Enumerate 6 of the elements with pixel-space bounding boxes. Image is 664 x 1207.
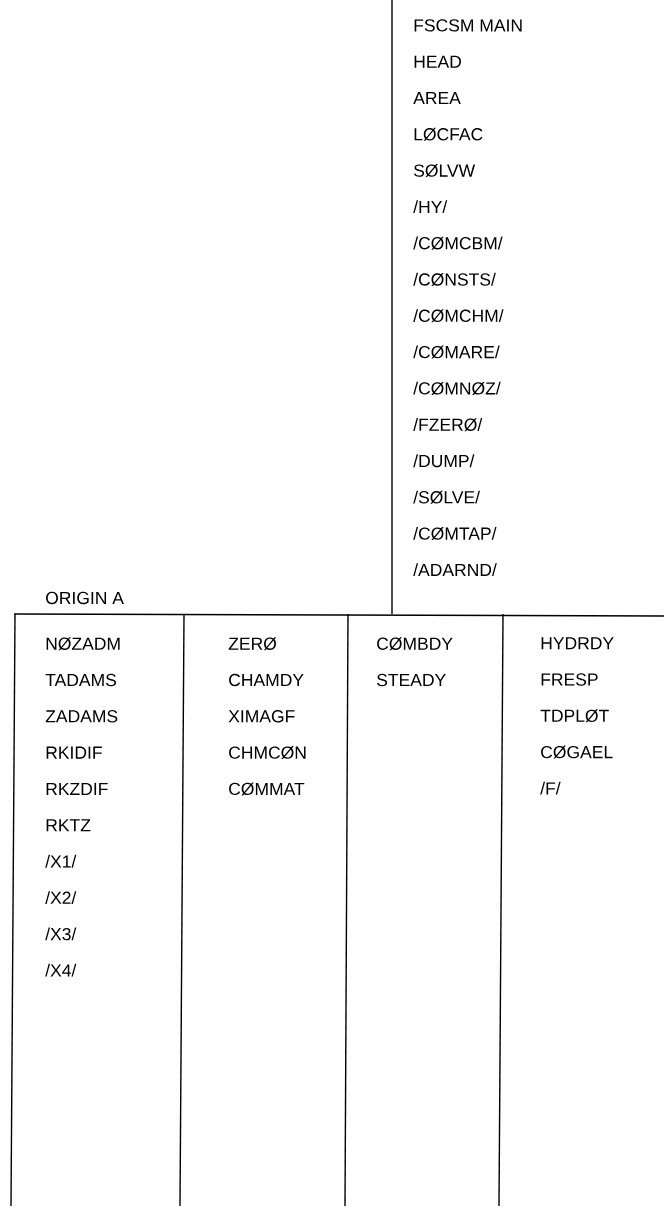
segment-label: ORIGIN A xyxy=(46,591,124,605)
routine-list: NØZADM TADAMS ZADAMS RKIDIF RKZDIF RKTZ /X1/ /X2/ /X3/ /X4/ xyxy=(45,637,120,977)
routine-list: ZERØ CHAMDY XIMAGF CHMCØN CØMMAT xyxy=(228,637,306,796)
routine-list: HYDRDY FRESP TDPLØT CØGAEL /F/ xyxy=(540,637,614,795)
routine-list: FSCSM MAIN HEAD AREA LØCFAC SØLVW /HY/ /CØMCBM/ /CØNSTS/ /CØMCHM/ /CØMARE/ /CØMNØZ/ /FZERØ/ /DUMP/ /SØLVE/ /CØMTAP/ /ADARND/ xyxy=(413,19,522,577)
routine-list: CØMBDY STEADY xyxy=(377,637,453,687)
